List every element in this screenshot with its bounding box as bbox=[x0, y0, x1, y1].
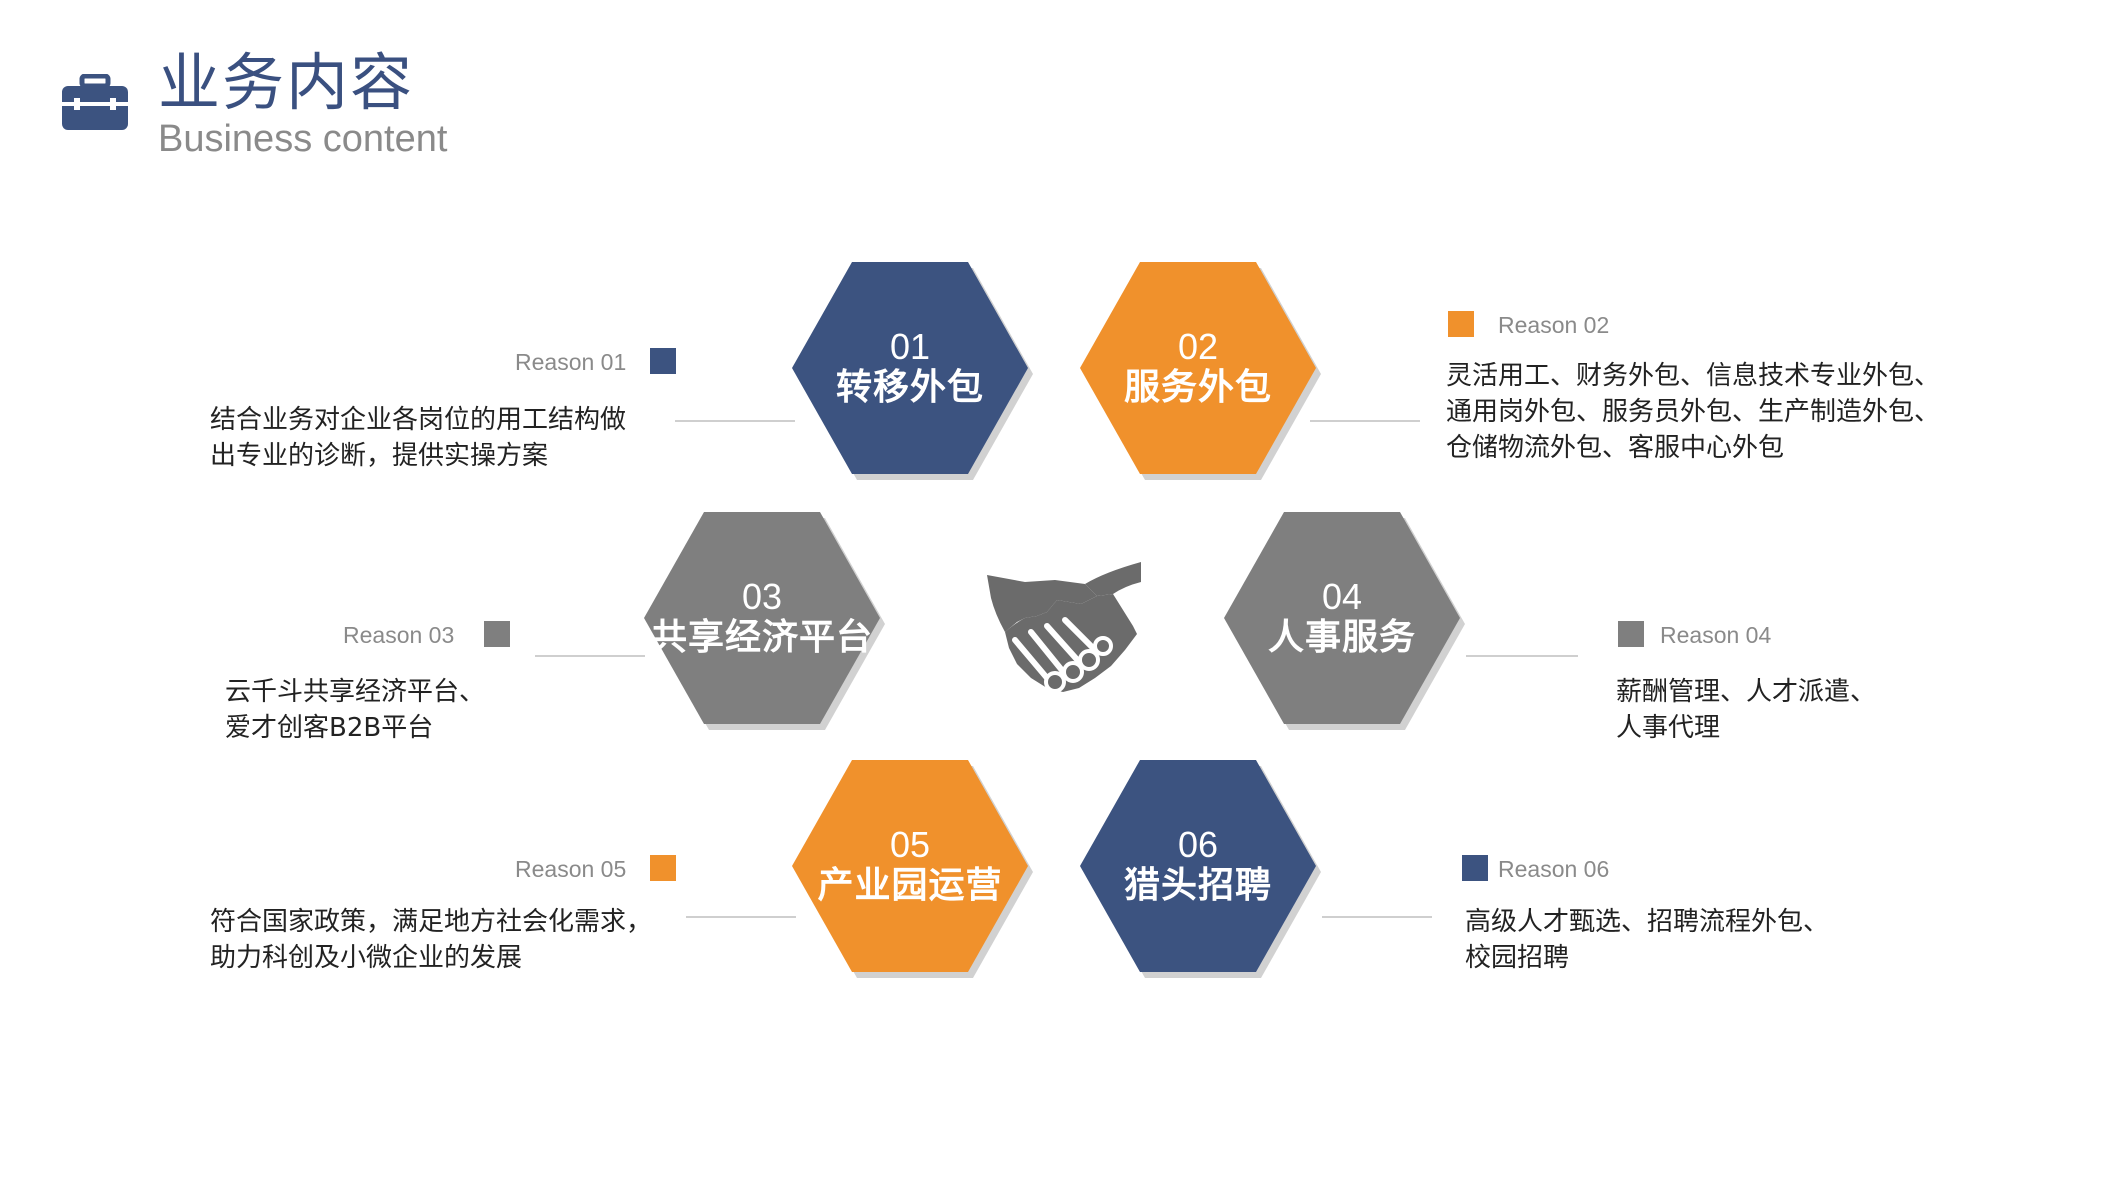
description-line: 校园招聘 bbox=[1465, 943, 1570, 973]
hexagon-shape bbox=[792, 760, 1033, 978]
description-line: 助力科创及小微企业的发展 bbox=[210, 943, 523, 973]
hexagon-shape bbox=[792, 262, 1033, 480]
hexagon-shape bbox=[1080, 760, 1321, 978]
connector-line bbox=[1310, 420, 1420, 422]
reason-marker bbox=[484, 621, 510, 647]
reason-label: Reason 03 bbox=[343, 622, 455, 648]
hexagon-label: 服务外包 bbox=[1123, 367, 1272, 409]
connector-line bbox=[1322, 916, 1432, 918]
hexagon-label: 转移外包 bbox=[835, 367, 984, 409]
reason-marker bbox=[1618, 621, 1644, 647]
description: 结合业务对企业各岗位的用工结构做 出专业的诊断，提供实操方案 bbox=[210, 402, 626, 474]
description: 云千斗共享经济平台、 爱才创客B2B平台 bbox=[225, 674, 485, 746]
hexagon-shape bbox=[1224, 512, 1465, 730]
reason-marker bbox=[1448, 311, 1474, 337]
description-line: 结合业务对企业各岗位的用工结构做 bbox=[210, 405, 627, 435]
reason-label: Reason 01 bbox=[515, 349, 627, 375]
description-line: 仓储物流外包、客服中心外包 bbox=[1446, 433, 1785, 463]
hexagon-number: 05 bbox=[889, 823, 931, 865]
hexagon-number: 04 bbox=[1321, 575, 1363, 617]
hexagon-label: 共享经济平台 bbox=[650, 617, 873, 659]
reason-label: Reason 04 bbox=[1660, 622, 1772, 648]
connector-line bbox=[535, 655, 645, 657]
description-line: 爱才创客B2B平台 bbox=[225, 713, 434, 743]
reason-label: Reason 05 bbox=[515, 856, 627, 882]
description: 薪酬管理、人才派遣、 人事代理 bbox=[1616, 674, 1876, 746]
connector-line bbox=[686, 916, 796, 918]
hexagon-number: 01 bbox=[889, 325, 931, 367]
connector-line bbox=[1466, 655, 1578, 657]
briefcase-icon bbox=[62, 74, 128, 130]
hexagon-label: 人事服务 bbox=[1267, 617, 1416, 659]
reason-marker bbox=[650, 855, 676, 881]
page-subtitle: Business content bbox=[158, 118, 448, 160]
description: 灵活用工、财务外包、信息技术专业外包、 通用岗外包、服务员外包、生产制造外包、 … bbox=[1446, 358, 1940, 466]
description-line: 出专业的诊断，提供实操方案 bbox=[210, 441, 549, 471]
hexagon-label: 猎头招聘 bbox=[1123, 865, 1272, 907]
description: 高级人才甄选、招聘流程外包、 校园招聘 bbox=[1465, 904, 1829, 976]
connector-line bbox=[675, 420, 795, 422]
hexagon-label: 产业园运营 bbox=[817, 865, 1003, 907]
hexagon-number: 02 bbox=[1177, 325, 1219, 367]
description-line: 灵活用工、财务外包、信息技术专业外包、 bbox=[1446, 361, 1941, 391]
reason-label: Reason 02 bbox=[1498, 312, 1610, 338]
reason-marker bbox=[1462, 855, 1488, 881]
reason-marker bbox=[650, 348, 676, 374]
hexagon-shape bbox=[1080, 262, 1321, 480]
description-line: 高级人才甄选、招聘流程外包、 bbox=[1465, 907, 1830, 937]
description: 符合国家政策，满足地方社会化需求， 助力科创及小微企业的发展 bbox=[210, 904, 652, 976]
handshake-icon bbox=[987, 562, 1141, 693]
hexagon-number: 03 bbox=[741, 575, 783, 617]
description-line: 通用岗外包、服务员外包、生产制造外包、 bbox=[1446, 397, 1941, 427]
description-line: 薪酬管理、人才派遣、 bbox=[1616, 677, 1877, 707]
reason-label: Reason 06 bbox=[1498, 856, 1610, 882]
description-line: 云千斗共享经济平台、 bbox=[225, 677, 486, 707]
hexagon-shape bbox=[644, 512, 885, 730]
page-title: 业务内容 bbox=[158, 46, 415, 119]
hexagon-number: 06 bbox=[1177, 823, 1219, 865]
description-line: 人事代理 bbox=[1616, 713, 1721, 743]
description-line: 符合国家政策，满足地方社会化需求， bbox=[210, 907, 653, 937]
